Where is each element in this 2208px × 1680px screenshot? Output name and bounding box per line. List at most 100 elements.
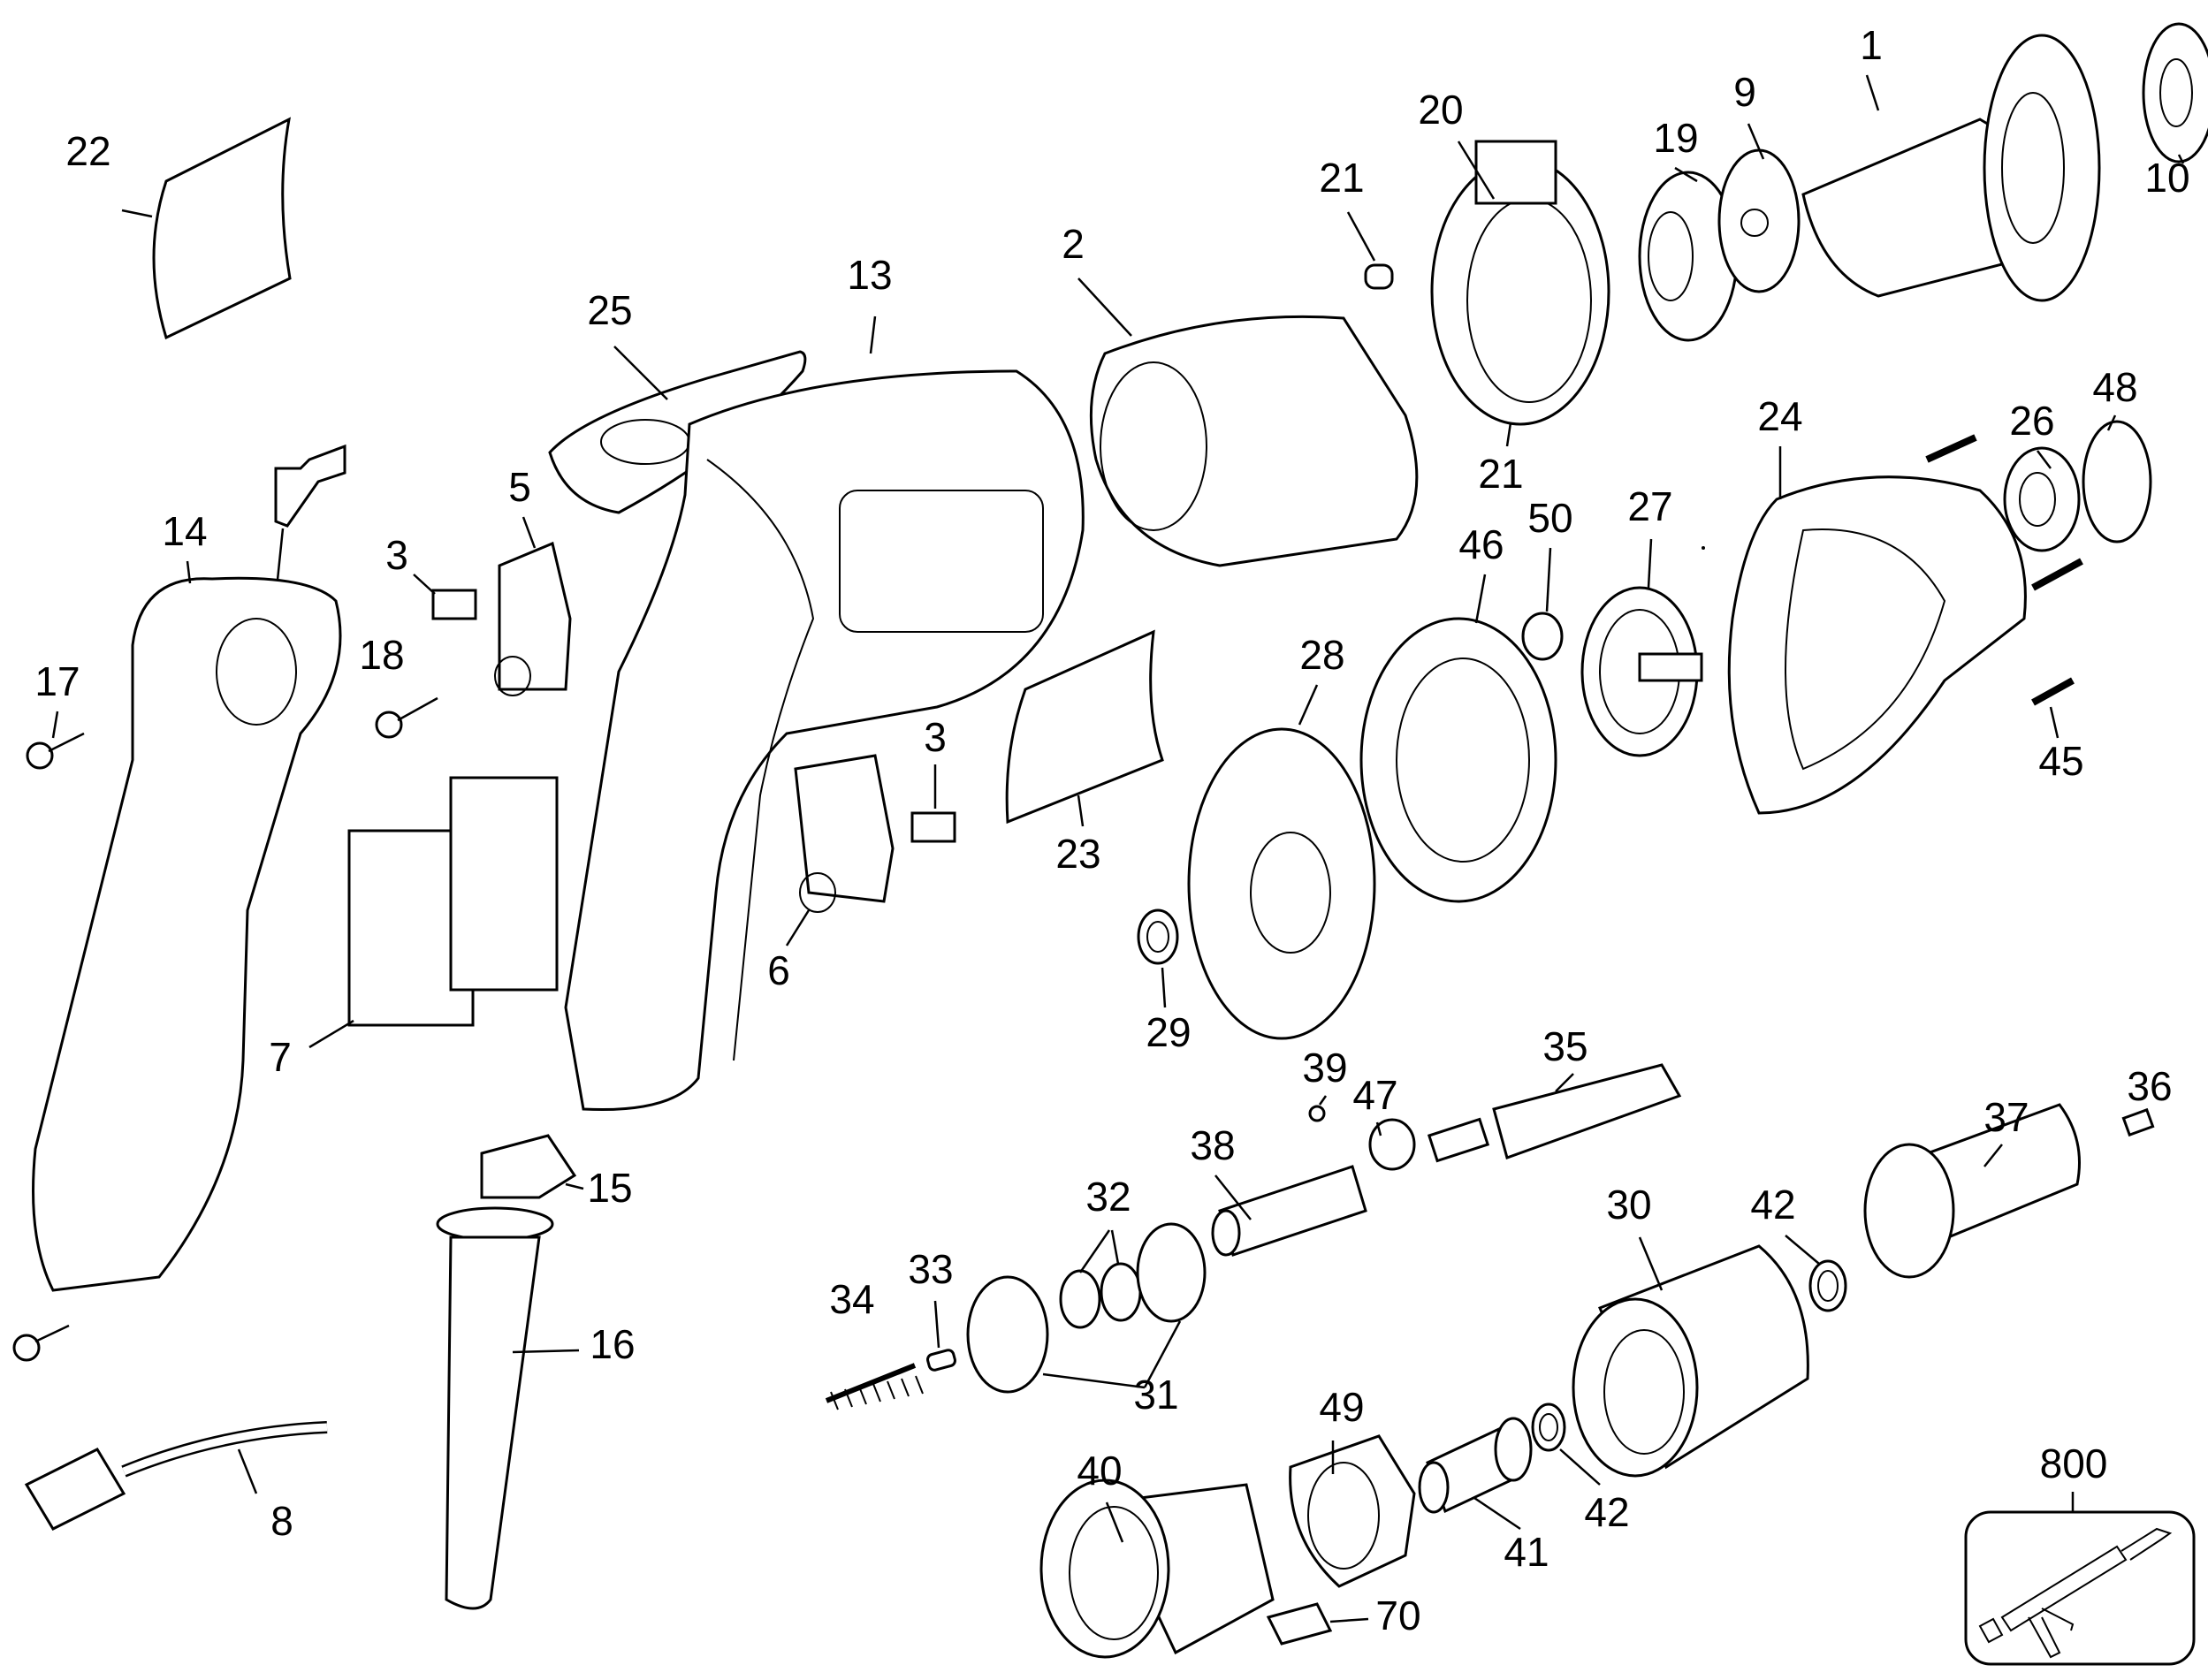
part-49-clutch-cage: 49: [1289, 1384, 1416, 1588]
part-10-bearing: 10: [2142, 22, 2208, 201]
part-46-gasket: 46: [1359, 521, 1557, 903]
callout-47: 47: [1352, 1072, 1397, 1118]
callout-6: 6: [767, 947, 790, 993]
part-2-field: 2: [1062, 221, 1419, 567]
part-31-clutch: 31: [966, 1222, 1207, 1418]
part-41-sleeve: 41: [1418, 1417, 1549, 1575]
part-40-depth-locator: 40: [1039, 1448, 1275, 1659]
part-42-ring-bottom: 42: [1531, 1403, 1630, 1535]
callout-37: 37: [1983, 1094, 2029, 1140]
callout-2: 2: [1062, 221, 1085, 267]
callout-49: 49: [1319, 1384, 1364, 1430]
callout-46: 46: [1458, 521, 1504, 567]
callout-40: 40: [1077, 1448, 1122, 1494]
callout-28: 28: [1299, 632, 1344, 678]
screw-gear-case-mid: [2031, 558, 2083, 591]
callout-800: 800: [2040, 1441, 2108, 1486]
part-25-cover: 25: [548, 287, 807, 514]
part-9-fan: 9: [1717, 69, 1801, 293]
callout-36: 36: [2127, 1063, 2172, 1109]
part-27-gear: 27: [1580, 483, 1703, 757]
part-39-ball: 39: [1302, 1045, 1348, 1122]
callout-13: 13: [847, 252, 892, 298]
part-15-cord-clamp: 15: [480, 1134, 633, 1211]
part-1-armature: 1: [1801, 22, 2101, 302]
callout-7: 7: [269, 1034, 292, 1080]
part-42-ring-top: 42: [1750, 1182, 1847, 1312]
callout-19: 19: [1653, 115, 1698, 161]
part-21-pin-top: 21: [1319, 155, 1394, 290]
callout-16: 16: [590, 1321, 635, 1367]
stray-mark: [1702, 546, 1705, 550]
callout-38: 38: [1190, 1122, 1235, 1168]
callout-70: 70: [1375, 1593, 1420, 1638]
part-32-o-rings: 32: [1059, 1174, 1142, 1329]
callout-26: 26: [2009, 398, 2054, 444]
part-17-screw: 17: [26, 658, 85, 770]
part-8-cord: 8: [24, 1421, 328, 1544]
part-33-pin: 33: [908, 1246, 956, 1372]
part-7-switch: 7: [269, 776, 559, 1080]
callout-32: 32: [1085, 1174, 1131, 1220]
part-38-spindle-assembly: 38: [1190, 1122, 1367, 1257]
callout-14: 14: [162, 508, 207, 554]
callout-22: 22: [65, 128, 110, 174]
callout-18: 18: [359, 632, 404, 678]
part-47-collar: 47: [1352, 1072, 1416, 1171]
part-35-spindle: 35: [1427, 1023, 1682, 1163]
callout-20: 20: [1418, 87, 1463, 133]
part-6-brush-holder: 6: [767, 754, 895, 993]
screw-unlabeled: [12, 1324, 70, 1362]
callout-27: 27: [1627, 483, 1672, 529]
part-23-label-sheet: 23: [1005, 629, 1164, 877]
callout-10: 10: [2144, 155, 2189, 201]
part-50-bushing: 50: [1521, 495, 1573, 661]
callout-8: 8: [270, 1498, 293, 1544]
part-24-gear-case: 24: [1727, 393, 2027, 815]
callout-21-bottom: 21: [1478, 451, 1523, 497]
part-34-spring: 34: [825, 1276, 924, 1410]
part-800-accessory-inset: 800: [1964, 1441, 2196, 1666]
part-13-housing: 13: [564, 252, 1085, 1112]
callout-15: 15: [587, 1165, 632, 1211]
callout-31: 31: [1133, 1372, 1178, 1418]
part-3-brush-right: 3: [910, 714, 956, 843]
callout-3-right: 3: [924, 714, 947, 760]
callout-24: 24: [1757, 393, 1802, 439]
part-28-baffle: 28: [1187, 632, 1376, 1040]
part-48-retaining-ring: 48: [2082, 364, 2152, 544]
part-18-screw: 18: [359, 632, 438, 739]
callout-21-top: 21: [1319, 155, 1364, 201]
part-37-nose-cone: 37: [1863, 1094, 2081, 1279]
callout-17: 17: [34, 658, 80, 704]
callout-29: 29: [1146, 1009, 1191, 1055]
callout-5: 5: [508, 464, 531, 510]
callout-35: 35: [1542, 1023, 1587, 1069]
part-30-clutch-housing: 30: [1572, 1182, 1809, 1478]
callout-3-left: 3: [385, 532, 408, 578]
part-16-cord-protector: 16: [436, 1206, 636, 1610]
callout-25: 25: [587, 287, 632, 333]
part-3-brush-left: 3: [385, 532, 477, 620]
callout-30: 30: [1606, 1182, 1651, 1228]
callout-41: 41: [1504, 1529, 1549, 1575]
callout-9: 9: [1733, 69, 1756, 115]
part-22-label-sheet: 22: [65, 117, 292, 340]
callout-42-top: 42: [1750, 1182, 1795, 1228]
callout-34: 34: [829, 1276, 874, 1322]
callout-1: 1: [1860, 22, 1883, 68]
part-36-bit: 36: [2121, 1063, 2173, 1137]
part-14-handle: 14: [32, 508, 342, 1292]
part-29-washer: 29: [1137, 908, 1192, 1055]
callout-48: 48: [2092, 364, 2137, 410]
part-20-brush-box: 20: [1418, 87, 1610, 426]
part-5-brush-holder: 5: [494, 464, 572, 696]
part-45-screw: 45: [2031, 677, 2084, 784]
part-70-key: 70: [1266, 1593, 1421, 1646]
callout-33: 33: [908, 1246, 953, 1292]
part-26-bearing: 26: [2003, 398, 2081, 552]
callout-42-bottom: 42: [1584, 1489, 1629, 1535]
callout-39: 39: [1302, 1045, 1347, 1091]
screw-gear-case-top: [1925, 434, 1977, 463]
